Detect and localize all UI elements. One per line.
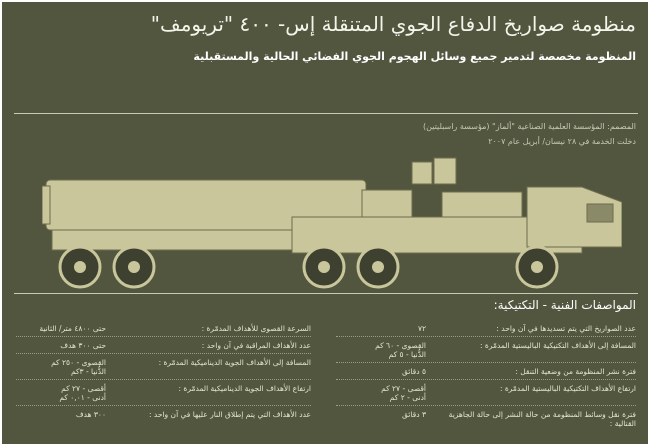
- spec-row: المسافة إلى الأهداف التكتيكية الباليستية…: [336, 337, 636, 363]
- spec-label: فترة نشر المنظومة من وضعية التنقل :: [515, 367, 636, 376]
- spec-label: ارتفاع الأهداف الجوية الديناميكية المدمّ…: [178, 384, 311, 393]
- subtitle: المنظومة مخصصة لتدمير جميع وسائل الهجوم …: [193, 50, 636, 63]
- specs-right-column: عدد الصواريخ التي يتم تسديدها في آن واحد…: [336, 320, 636, 431]
- divider: [14, 293, 638, 294]
- spec-row: ارتفاع الأهداف الجوية الديناميكية المدمّ…: [16, 380, 311, 406]
- spec-label: عدد الأهداف المراقبة في آن واحد :: [201, 341, 311, 350]
- page-title: منظومة صواريخ الدفاع الجوي المتنقلة إس- …: [150, 12, 636, 36]
- spec-row: فترة نقل وسائط المنظومة من حالة النشر إل…: [336, 406, 636, 431]
- specs-left-column: السرعة القصوى للأهداف المدمّرة : حتى ٤٨٠٠…: [16, 320, 311, 422]
- spec-value: أقصى - ٢٧ كم أدنى - ٢ كم: [381, 384, 426, 402]
- spec-value: حتى ٤٨٠٠ متر/ الثانية: [39, 324, 106, 333]
- spec-row: عدد الأهداف التي يتم إطلاق النار عليها ف…: [16, 406, 311, 422]
- spec-value: أقصى - ٢٧ كم أدنى - ٠,٠١ كم: [59, 384, 106, 402]
- spec-row: فترة نشر المنظومة من وضعية التنقل : ٥ دقا…: [336, 363, 636, 380]
- spec-value: ٧٢: [417, 324, 426, 333]
- spec-label: المسافة إلى الأهداف الجوية الديناميكية ا…: [158, 358, 311, 367]
- spec-label: ارتفاع الأهداف التكتيكية الباليستية المد…: [499, 384, 636, 393]
- spec-label: عدد الأهداف التي يتم إطلاق النار عليها ف…: [148, 410, 311, 419]
- spec-row: السرعة القصوى للأهداف المدمّرة : حتى ٤٨٠٠…: [16, 320, 311, 337]
- divider: [14, 113, 638, 114]
- spec-label: السرعة القصوى للأهداف المدمّرة :: [201, 324, 311, 333]
- service-date-text: دخلت الخدمة في ٢٨ نيسان/ أبريل عام ٢٠٠٧: [488, 137, 636, 146]
- spec-row: المسافة إلى الأهداف الجوية الديناميكية ا…: [16, 354, 311, 380]
- spec-value: ٣٠٠ هدف: [75, 410, 106, 419]
- designer-text: المصمم: المؤسسة العلمية الصناعية "ألماز"…: [422, 122, 636, 131]
- spec-label: فترة نقل وسائط المنظومة من حالة النشر إل…: [448, 410, 636, 428]
- s400-launcher-illustration: [42, 157, 622, 289]
- spec-row: عدد الأهداف المراقبة في آن واحد : حتى ٣٠٠…: [16, 337, 311, 354]
- spec-label: المسافة إلى الأهداف التكتيكية الباليستية…: [479, 341, 636, 350]
- specs-heading: المواصفات الفنية - التكتيكية:: [493, 298, 636, 312]
- spec-row: عدد الصواريخ التي يتم تسديدها في آن واحد…: [336, 320, 636, 337]
- spec-value: القصوى - ٦٠ كم الدُّنيا - ٥ كم: [375, 341, 426, 359]
- spec-value: ٣ دقائق: [402, 410, 426, 419]
- spec-row: ارتفاع الأهداف التكتيكية الباليستية المد…: [336, 380, 636, 406]
- spec-label: عدد الصواريخ التي يتم تسديدها في آن واحد…: [496, 324, 636, 333]
- spec-value: ٥ دقائق: [402, 367, 426, 376]
- spec-value: القصوى - ٢٥٠ كم الدُّنيا - ٣كم: [51, 358, 106, 376]
- spec-value: حتى ٣٠٠ هدف: [60, 341, 106, 350]
